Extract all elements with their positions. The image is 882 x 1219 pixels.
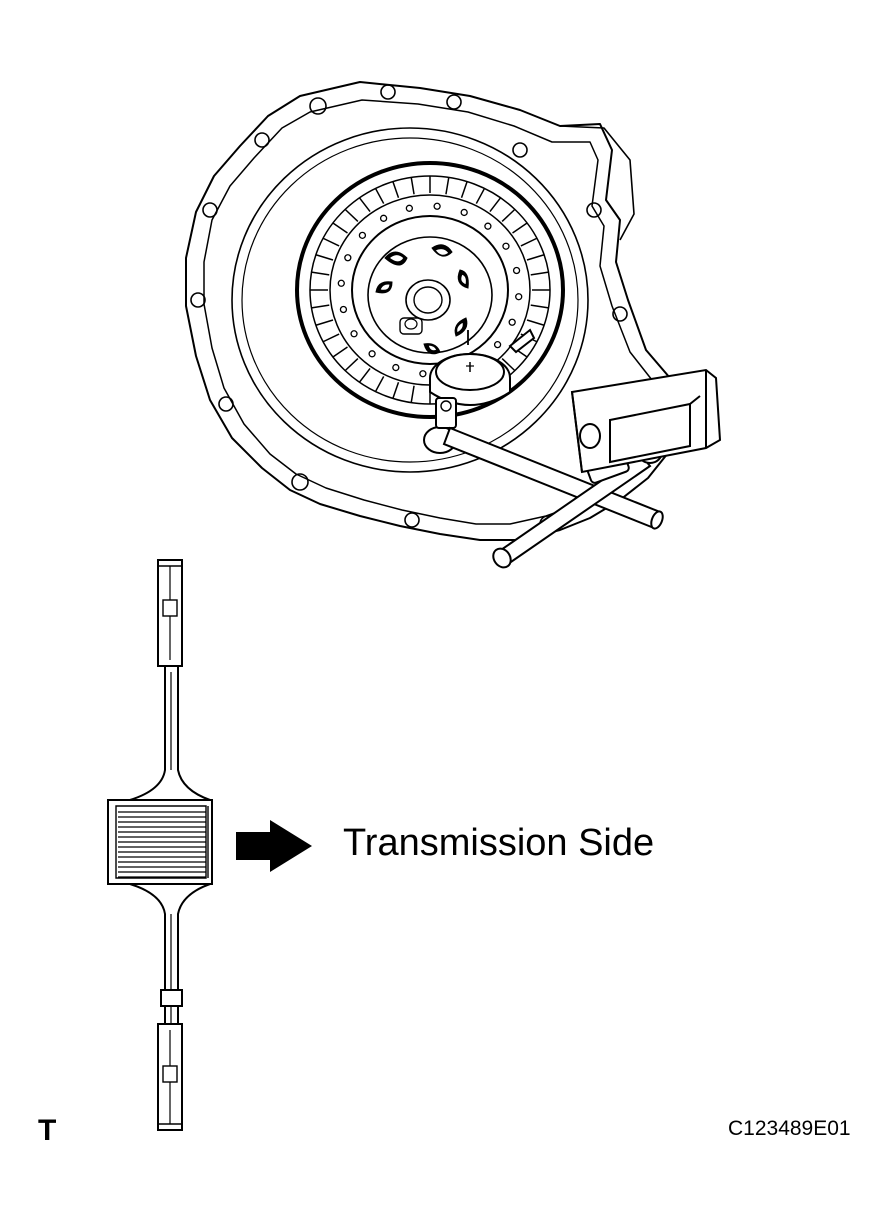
disc-rivet xyxy=(392,363,400,372)
disc-segment-line xyxy=(501,358,516,372)
disc-segment-line xyxy=(475,188,486,204)
disc-segment-line xyxy=(460,181,468,198)
disc-rivet xyxy=(508,318,516,326)
disc-segment-line xyxy=(322,237,340,247)
disc-rivet xyxy=(419,370,427,378)
disc-segment-line xyxy=(530,304,549,309)
disc-segment-line xyxy=(322,333,340,343)
disc-rivet xyxy=(493,340,502,349)
disc-rivet xyxy=(405,204,413,212)
disc-segment-line xyxy=(332,222,348,234)
disc-segment-line xyxy=(501,208,516,222)
disc-segment-line xyxy=(445,177,450,195)
disc-rivet xyxy=(460,208,468,217)
disc-segment-line xyxy=(520,237,538,247)
disc-rivet xyxy=(379,214,388,222)
arrow-right-icon xyxy=(236,820,312,872)
disc-segment-line xyxy=(410,177,415,195)
magnetic-base xyxy=(570,368,722,474)
disc-segment-line xyxy=(526,254,545,261)
disc-rivet xyxy=(484,222,492,230)
disc-segment-line xyxy=(489,197,502,212)
disc-segment-line xyxy=(392,382,400,399)
disc-segment-line xyxy=(374,376,385,392)
disc-segment-line xyxy=(526,319,545,326)
disc-rivet xyxy=(433,202,441,210)
disc-segment-line xyxy=(410,385,415,403)
disc-segment-line xyxy=(344,208,359,222)
disc-segment-line xyxy=(315,319,334,326)
disc-segment-line xyxy=(512,222,528,234)
transmission-side-label: Transmission Side xyxy=(343,822,655,864)
disc-rivet xyxy=(350,330,358,338)
disc-segment-line xyxy=(344,358,359,372)
figure-code: C123489E01 xyxy=(728,1117,851,1140)
disc-rivet xyxy=(512,266,521,275)
disc-segment-line xyxy=(358,368,371,383)
disc-segment-line xyxy=(315,254,334,261)
splined-hub xyxy=(367,236,493,355)
disc-segment-line xyxy=(311,304,330,309)
disc-segment-line xyxy=(530,271,549,276)
corner-mark: T xyxy=(38,1114,57,1147)
disc-rivet xyxy=(502,242,510,250)
disc-rivet xyxy=(337,279,345,287)
disc-rivet xyxy=(368,350,376,358)
disc-rivet xyxy=(344,254,352,262)
disc-rivet xyxy=(339,305,348,314)
disc-segment-line xyxy=(392,181,400,198)
disc-rivet xyxy=(358,231,367,240)
disc-segment-line xyxy=(311,271,330,276)
disc-rivet xyxy=(515,293,523,301)
disc-segment-line xyxy=(358,197,371,212)
disc-segment-line xyxy=(332,346,348,358)
disc-segment-line xyxy=(374,188,385,204)
clutch-disc-cross-section xyxy=(107,559,213,1131)
